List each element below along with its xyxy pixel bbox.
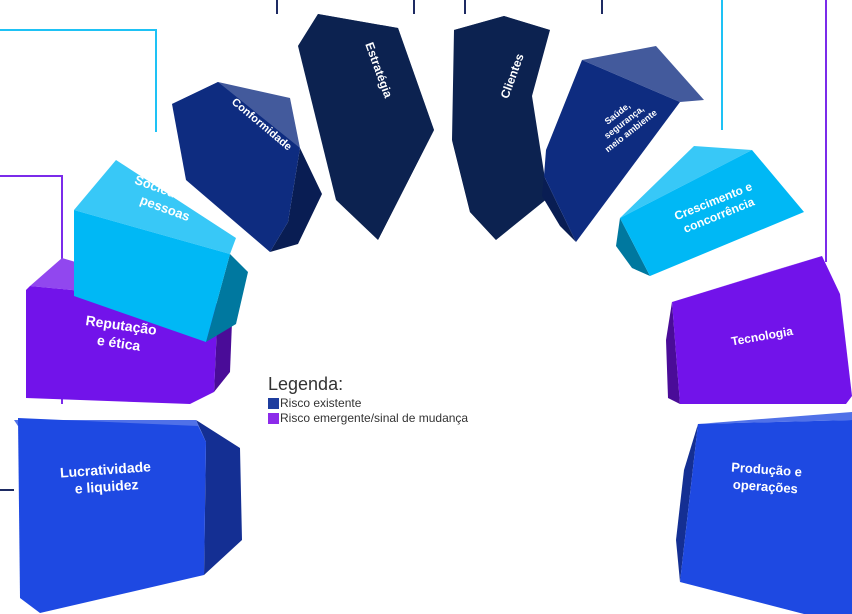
segment-label-line: Produção e xyxy=(731,460,803,480)
segment-face xyxy=(544,60,680,242)
segment-face xyxy=(680,420,852,614)
segment-label: Produção eoperações xyxy=(730,460,803,497)
legend: Legenda: Risco existente Risco emergente… xyxy=(268,374,468,426)
segment-side xyxy=(270,148,322,252)
segment-face xyxy=(298,14,434,240)
segment-face xyxy=(672,256,852,404)
segment-face xyxy=(18,418,206,613)
legend-title: Legenda: xyxy=(268,374,344,394)
segment-face xyxy=(74,210,230,342)
segment-top xyxy=(74,160,236,254)
legend-label-emerging: Risco emergente/sinal de mudança xyxy=(280,411,469,425)
legend-swatch-emerging xyxy=(268,413,279,424)
segment-side xyxy=(206,254,248,342)
segment-face xyxy=(172,82,300,252)
segment-top xyxy=(582,46,704,102)
segment-producao: Produção eoperações xyxy=(676,412,852,614)
segment-crescimento: Crescimento econcorrência xyxy=(616,146,804,276)
legend-label-existing: Risco existente xyxy=(280,396,362,410)
segment-label-line: e ética xyxy=(96,332,142,354)
segment-side xyxy=(542,176,576,242)
segment-face xyxy=(620,150,804,276)
legend-swatch-existing xyxy=(268,398,279,409)
segment-face xyxy=(452,16,550,240)
segment-side xyxy=(666,302,680,404)
segment-estrategia: Estratégia xyxy=(298,14,434,240)
segment-side xyxy=(196,420,242,575)
segment-conformidade: Conformidade xyxy=(172,82,322,252)
legend-item-existing: Risco existente xyxy=(268,396,468,411)
legend-item-emerging: Risco emergente/sinal de mudança xyxy=(268,411,468,426)
segment-label-line: operações xyxy=(732,477,798,497)
segment-side xyxy=(616,218,650,276)
segment-lucratividade: Lucratividadee liquidez xyxy=(14,418,242,613)
segment-tecnologia: Tecnologia xyxy=(666,256,852,404)
segment-top xyxy=(620,146,752,218)
segment-label: Lucratividadee liquidez xyxy=(59,458,152,497)
segment-label-line: e liquidez xyxy=(74,476,139,496)
segment-label-line: Lucratividade xyxy=(59,458,151,480)
segment-clientes: Clientes xyxy=(452,16,550,240)
segment-side xyxy=(676,424,698,582)
segment-saude: Saúde,segurança,meio ambiente xyxy=(542,46,704,242)
connector-line xyxy=(0,29,157,132)
